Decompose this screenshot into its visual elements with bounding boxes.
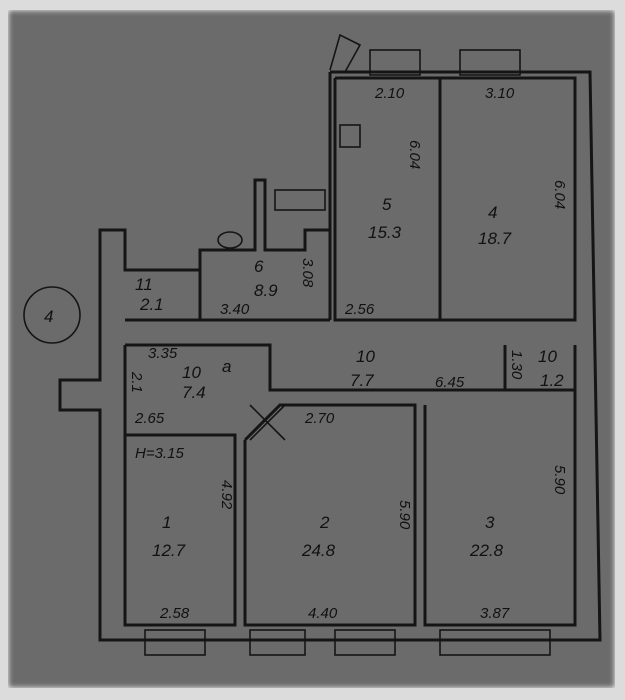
dim: 4.92: [218, 480, 235, 510]
dim: 2.10: [374, 85, 405, 102]
dim: 3.40: [220, 301, 250, 318]
dim: 3.87: [480, 605, 510, 622]
corridor-label: a: [222, 357, 231, 376]
room-10b-number: 10: [356, 347, 375, 366]
room-3-number: 3: [485, 513, 495, 532]
section-marker: 4: [44, 307, 53, 326]
dim: 2.65: [134, 410, 165, 427]
room-3-area: 22.8: [469, 541, 504, 560]
room-1-area: 12.7: [152, 541, 186, 560]
room-11-area: 2.1: [139, 295, 164, 314]
dim: 2.70: [304, 410, 335, 427]
floor-plan-sheet: [8, 10, 615, 688]
dim: 1.30: [508, 350, 525, 380]
room-10c-area: 1.2: [540, 371, 564, 390]
dimensions: 2.10 3.10 6.04 6.04 2.56 3.40 3.08 3.35 …: [128, 85, 568, 622]
dim: 5.90: [551, 465, 568, 495]
dim: 6.04: [406, 140, 423, 169]
room-2-number: 2: [319, 513, 330, 532]
room-4-number: 4: [488, 203, 497, 222]
dim: 3.08: [299, 258, 316, 288]
dim: 3.10: [485, 85, 515, 102]
dim: 2.1: [128, 371, 145, 393]
room-11-number: 11: [135, 275, 153, 294]
dim: 2.56: [344, 301, 375, 318]
dim: 6.45: [435, 374, 465, 391]
room-6-area: 8.9: [254, 281, 278, 300]
section-marker-circle: [23, 286, 81, 344]
walls: [58, 33, 602, 642]
room-5-number: 5: [382, 195, 392, 214]
room-10c-number: 10: [538, 347, 557, 366]
windows: [144, 49, 551, 656]
height-note: H=3.15: [135, 445, 184, 462]
room-10b-area: 7.7: [350, 371, 374, 390]
room-4-area: 18.7: [478, 229, 512, 248]
dim: 2.58: [159, 605, 190, 622]
room-10a-area: 7.4: [182, 383, 206, 402]
dim: 6.04: [551, 180, 568, 209]
room-10a-number: 10: [182, 363, 201, 382]
room-labels: 1 12.7 2 24.8 3 22.8 4 18.7 5 15.3 6 8.9…: [135, 195, 564, 560]
dim: 3.35: [148, 345, 178, 362]
room-5-area: 15.3: [368, 223, 402, 242]
dim: 4.40: [308, 605, 338, 622]
dim: 5.90: [396, 500, 413, 530]
room-6-number: 6: [254, 257, 264, 276]
room-2-area: 24.8: [301, 541, 336, 560]
room-1-number: 1: [162, 513, 171, 532]
